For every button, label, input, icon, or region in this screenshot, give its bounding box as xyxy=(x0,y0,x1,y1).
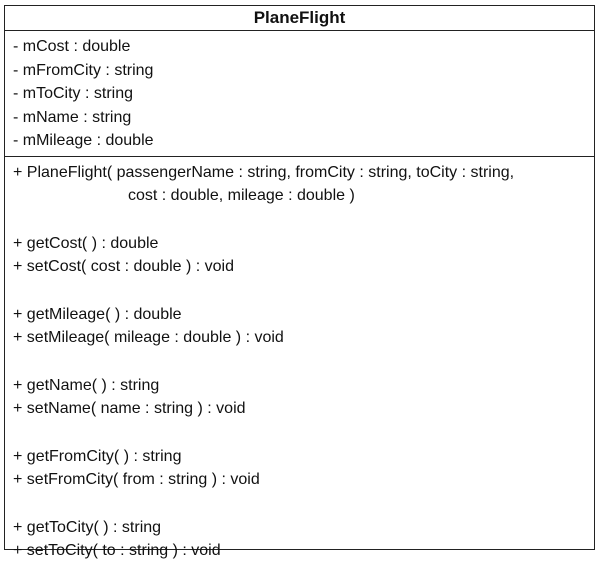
spacer xyxy=(13,492,594,516)
attribute-mmileage: - mMileage : double xyxy=(13,132,154,149)
attribute-mtocity: - mToCity : string xyxy=(13,85,134,102)
operation-setmileage: + setMileage( mileage : double ) : void xyxy=(13,329,284,346)
operation-getmileage: + getMileage( ) : double xyxy=(13,305,182,323)
operation-getfromcity: + getFromCity( ) : string xyxy=(13,447,182,465)
spacer xyxy=(13,421,594,445)
constructor-line-2: cost : double, mileage : double ) xyxy=(128,187,355,204)
attribute-mcost: - mCost : double xyxy=(13,38,131,55)
operation-settocity: + setToCity( to : string ) : void xyxy=(13,542,221,559)
attributes-section: - mCost : double - mFromCity : string - … xyxy=(5,31,594,157)
attribute-mfromcity: - mFromCity : string xyxy=(13,61,154,79)
attribute-mname: - mName : string xyxy=(13,108,132,126)
uml-class-box: PlaneFlight - mCost : double - mFromCity… xyxy=(4,5,595,559)
operation-getcost: + getCost( ) : double xyxy=(13,234,159,252)
constructor-line-1: + PlaneFlight( passengerName : string, f… xyxy=(13,163,515,181)
spacer xyxy=(13,279,594,303)
spacer xyxy=(13,350,594,374)
operation-setcost: + setCost( cost : double ) : void xyxy=(13,258,234,275)
operations-section: + PlaneFlight( passengerName : string, f… xyxy=(5,157,594,563)
class-name: PlaneFlight xyxy=(5,6,594,31)
operation-setfromcity: + setFromCity( from : string ) : void xyxy=(13,471,260,488)
operation-getname: + getName( ) : string xyxy=(13,376,160,394)
spacer xyxy=(13,208,594,232)
operation-gettocity: + getToCity( ) : string xyxy=(13,518,162,536)
operation-setname: + setName( name : string ) : void xyxy=(13,400,246,417)
